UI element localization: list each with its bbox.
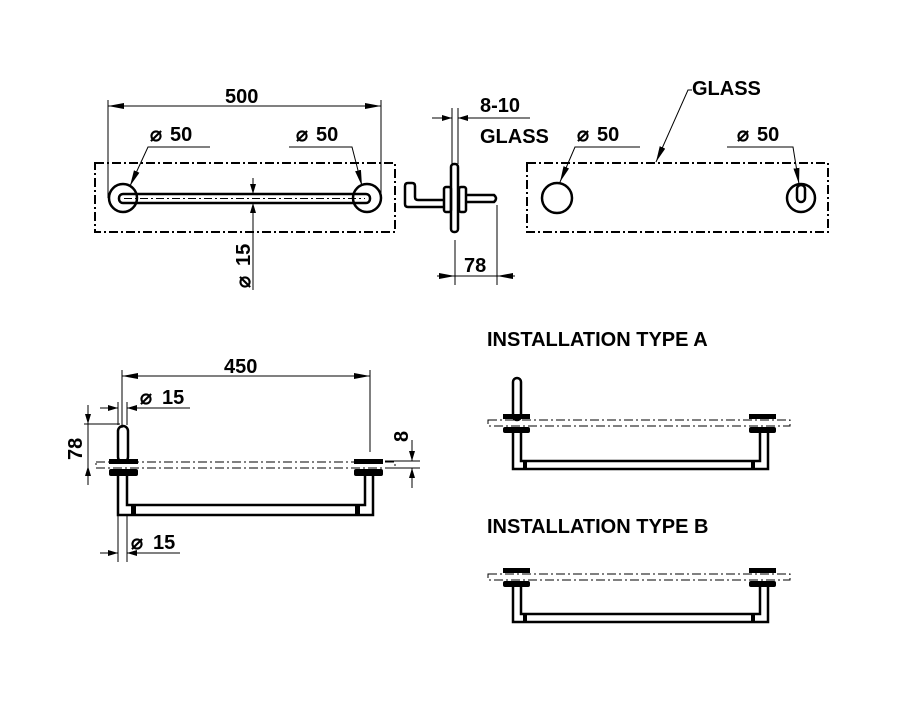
right-mount (351, 182, 383, 214)
right-hole-diameter-label: 50 (757, 124, 779, 146)
pin-diameter-symbol: ⌀ (140, 387, 152, 409)
frame (511, 587, 770, 624)
left-diameter-label: 50 (170, 124, 192, 146)
pin-diameter-label: 15 (162, 387, 184, 409)
installation-type-a: INSTALLATION TYPE A (487, 329, 791, 471)
bar-diameter-symbol: ⌀ (233, 276, 255, 288)
left-mount (107, 182, 139, 214)
right-hole (785, 182, 817, 214)
hook (403, 181, 445, 209)
glass-label: GLASS (692, 78, 761, 100)
left-hole (540, 181, 574, 215)
left-hole-diameter-label: 50 (597, 124, 619, 146)
glass-view: GLASS ⌀ 50 ⌀ 50 (526, 78, 829, 233)
glass-edge (95, 461, 396, 469)
right-diameter-symbol: ⌀ (296, 124, 308, 146)
glass-thickness-label: 8-10 (480, 95, 520, 117)
frame (511, 433, 770, 471)
pin (116, 424, 130, 464)
installation-b-title: INSTALLATION TYPE B (487, 516, 708, 538)
front-width-label: 450 (224, 356, 257, 378)
tube-diameter-label: 15 (153, 532, 175, 554)
width-label: 500 (225, 86, 258, 108)
left-hole-diameter-symbol: ⌀ (577, 124, 589, 146)
installation-a-title: INSTALLATION TYPE A (487, 329, 708, 351)
pin-height-label: 78 (65, 438, 87, 460)
tube-diameter-symbol: ⌀ (131, 532, 143, 554)
towel-bar (117, 192, 372, 205)
right-hole-diameter-symbol: ⌀ (737, 124, 749, 146)
front-view: 450 ⌀ 15 78 8 (65, 356, 420, 562)
left-diameter-symbol: ⌀ (150, 124, 162, 146)
installation-type-b: INSTALLATION TYPE B (487, 516, 791, 624)
glass-outline (94, 162, 396, 233)
right-diameter-label: 50 (316, 124, 338, 146)
glass-offset-label: 8 (391, 431, 413, 442)
side-glass-label: GLASS (480, 126, 549, 148)
frame (116, 476, 375, 517)
top-view: 500 ⌀ 50 ⌀ 50 ⌀ 15 (94, 86, 396, 290)
projection-label: 78 (464, 255, 486, 277)
bar-diameter-label: 15 (233, 244, 255, 266)
side-view: 8-10 GLASS 78 (403, 95, 549, 285)
glass-outline (526, 162, 829, 233)
